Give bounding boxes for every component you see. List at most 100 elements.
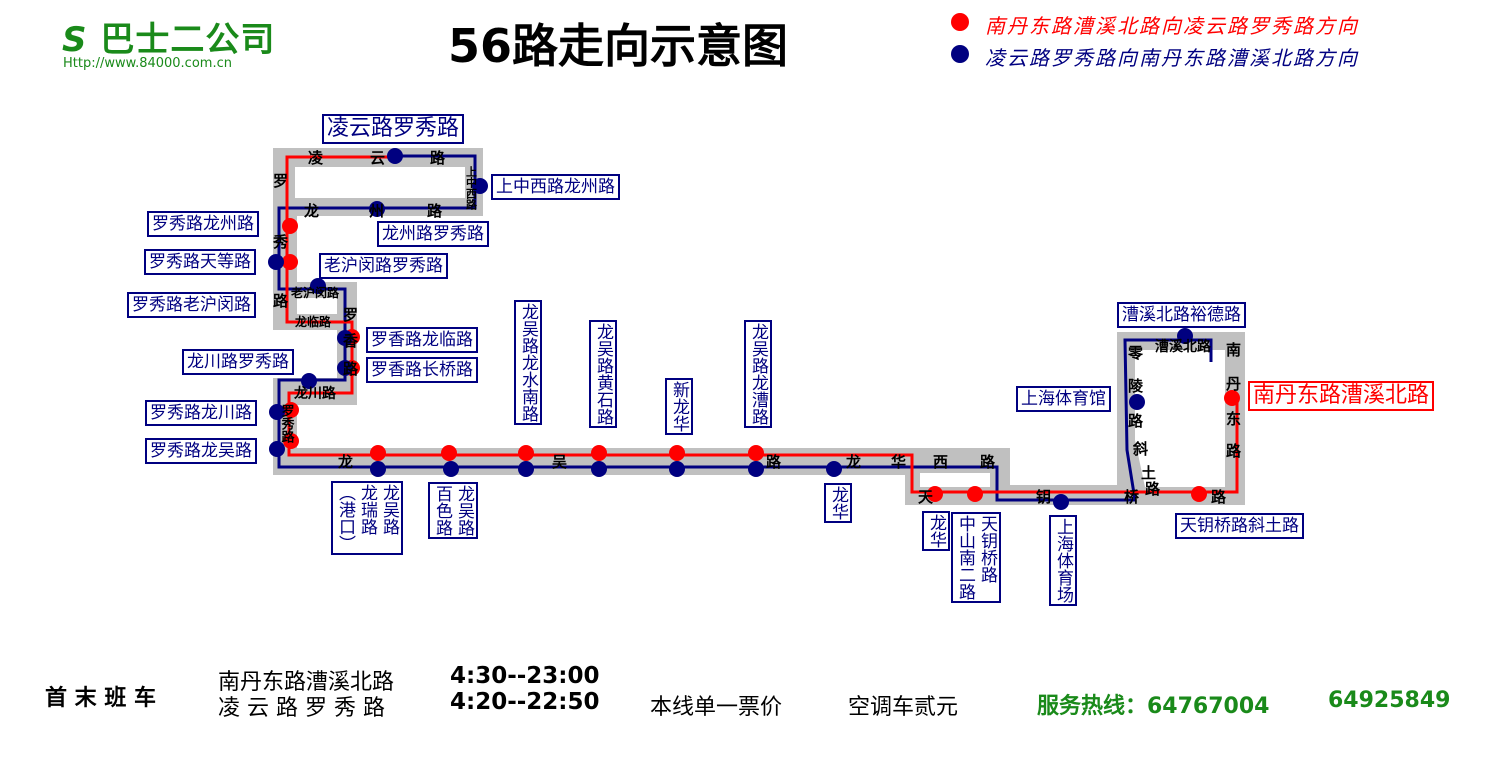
stop-label: 老沪闵路罗秀路 bbox=[319, 253, 448, 279]
road-char: 秀 bbox=[272, 233, 289, 251]
stop-dot bbox=[282, 254, 298, 270]
road-name: 老沪闵路 bbox=[291, 285, 340, 300]
stop-label-vertical: 龙华 bbox=[922, 511, 950, 551]
road-char: 天 bbox=[918, 488, 934, 506]
logo-url: Http://www.84000.com.cn bbox=[63, 56, 232, 71]
road-char: 丹 bbox=[1226, 375, 1241, 393]
stop-dot bbox=[301, 373, 317, 389]
road-char: 路 bbox=[1145, 480, 1161, 498]
red-direction-dot-icon bbox=[951, 13, 969, 31]
legend-direction-1: 南丹东路漕溪北路向凌云路罗秀路方向 bbox=[985, 14, 1359, 38]
road-char: 西 bbox=[933, 453, 948, 471]
stop-dot bbox=[1129, 394, 1145, 410]
road-char: 路 bbox=[1211, 488, 1227, 506]
stop-label: 罗秀路龙吴路 bbox=[145, 438, 257, 464]
road-char: 东 bbox=[1226, 410, 1241, 428]
stop-dot bbox=[927, 486, 943, 502]
stop-dot bbox=[967, 486, 983, 502]
fare-label: 本线单一票价 bbox=[650, 695, 783, 720]
road-char: 斜 bbox=[1132, 440, 1148, 458]
road-char: 龙 bbox=[845, 453, 861, 471]
fare-value: 空调车贰元 bbox=[848, 695, 959, 720]
road-char: 吴 bbox=[552, 453, 567, 471]
road-char: 路 bbox=[427, 202, 443, 220]
road-char: 南 bbox=[1226, 341, 1241, 359]
terminus-label-nandan: 南丹东路漕溪北路 bbox=[1248, 381, 1435, 411]
road-name: 龙川路 bbox=[293, 385, 337, 402]
stop-label: 天钥桥路斜土路 bbox=[1175, 513, 1304, 539]
stop-dot bbox=[269, 404, 285, 420]
stop-dot bbox=[518, 445, 534, 461]
stop-dot bbox=[337, 360, 353, 376]
legend-direction-2: 凌云路罗秀路向南丹东路漕溪北路方向 bbox=[985, 46, 1359, 70]
stop-label-vertical: 龙吴路龙水南路 bbox=[514, 300, 542, 425]
road-vertical: 罗秀路 bbox=[279, 404, 296, 443]
stop-dot bbox=[443, 461, 459, 477]
road-name: 龙临路 bbox=[295, 314, 332, 329]
stop-dot bbox=[269, 441, 285, 457]
road-char: 州 bbox=[368, 202, 384, 220]
first-last-bus-label: 首 末 班 车 bbox=[45, 686, 156, 711]
stop-dot bbox=[283, 402, 299, 418]
stop-dot bbox=[591, 461, 607, 477]
stop-label-vertical: 天钥桥路中山南二路 bbox=[951, 512, 1001, 603]
stop-label-lingyun-luoxiu: 凌云路罗秀路 bbox=[322, 114, 465, 144]
road-char: 罗 bbox=[343, 306, 358, 324]
road-char: 土 bbox=[1141, 464, 1156, 482]
stop-dot bbox=[283, 433, 299, 449]
road-char: 云 bbox=[370, 149, 385, 167]
logo-mark-icon: S bbox=[62, 20, 88, 60]
schedule-stop: 南丹东路漕溪北路 bbox=[218, 670, 395, 695]
schedule-time: 4:30--23:00 bbox=[450, 663, 600, 689]
stop-dot bbox=[669, 445, 685, 461]
road-char: 路 bbox=[430, 149, 446, 167]
stop-dot bbox=[387, 148, 403, 164]
road-char: 陵 bbox=[1128, 377, 1144, 395]
road-char: 路 bbox=[343, 360, 359, 378]
stop-dot bbox=[1177, 328, 1193, 344]
stop-label: 上中西路龙州路 bbox=[491, 174, 620, 200]
road-char: 华 bbox=[891, 453, 906, 471]
road-char: 龙 bbox=[303, 202, 319, 220]
stop-dot bbox=[337, 330, 353, 346]
stop-dot bbox=[1191, 486, 1207, 502]
stop-label: 龙川路罗秀路 bbox=[182, 349, 294, 375]
stop-dot bbox=[310, 278, 326, 294]
stop-dot bbox=[268, 254, 284, 270]
schedule-stop: 凌 云 路 罗 秀 路 bbox=[218, 696, 385, 721]
stop-label-vertical: 上海体育场 bbox=[1049, 515, 1077, 606]
stop-label-vertical: 龙华 bbox=[824, 483, 852, 523]
road-char: 路 bbox=[1128, 412, 1144, 430]
stop-dot bbox=[669, 461, 685, 477]
road-char: 路 bbox=[766, 453, 782, 471]
stop-label: 罗秀路天等路 bbox=[144, 249, 256, 275]
stop-label: 罗秀路龙川路 bbox=[145, 400, 257, 426]
road-char: 路 bbox=[980, 453, 996, 471]
road-char: 路 bbox=[273, 292, 289, 310]
stop-dot bbox=[370, 461, 386, 477]
stop-dot bbox=[370, 445, 386, 461]
stop-label: 罗香路龙临路 bbox=[366, 327, 478, 353]
stop-dot bbox=[441, 445, 457, 461]
stop-dot bbox=[1053, 494, 1069, 510]
stop-dot bbox=[472, 178, 488, 194]
stop-label: 漕溪北路裕德路 bbox=[1117, 302, 1246, 328]
stop-label: 龙州路罗秀路 bbox=[377, 221, 489, 247]
page-title: 56路走向示意图 bbox=[448, 19, 789, 73]
road-char: 龙 bbox=[337, 453, 353, 471]
route-line-direction-1 bbox=[285, 155, 1239, 494]
road-char: 香 bbox=[343, 332, 358, 350]
road-char: 罗 bbox=[273, 172, 288, 190]
stop-label-vertical: 新龙华 bbox=[665, 378, 693, 435]
stop-dot bbox=[591, 445, 607, 461]
stop-label-vertical: 龙吴路龙瑞路︵港口︶ bbox=[331, 481, 403, 555]
road-char: 路 bbox=[1226, 442, 1242, 460]
stop-dot bbox=[1224, 390, 1240, 406]
road-char: 凌 bbox=[308, 149, 324, 167]
schedule-time: 4:20--22:50 bbox=[450, 689, 600, 715]
stop-dot bbox=[748, 445, 764, 461]
blue-direction-dot-icon bbox=[951, 45, 969, 63]
logo: S 巴士二公司 bbox=[62, 20, 276, 60]
hotline-2: 64925849 bbox=[1328, 688, 1451, 713]
